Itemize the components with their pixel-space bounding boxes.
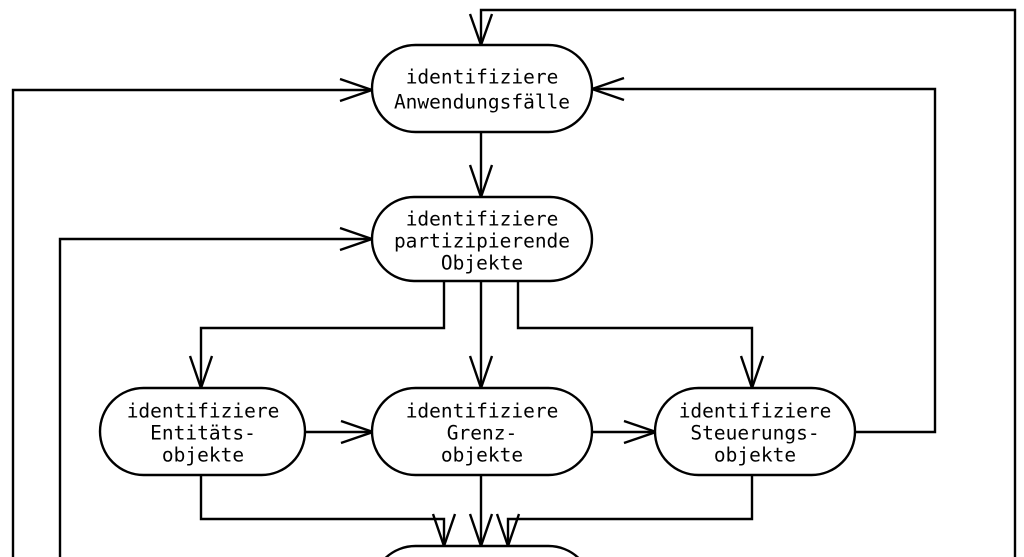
edge-left-into-anwendungsfaelle [11,77,376,557]
edge-partizipierende-to-grenz [468,281,494,392]
edge-entitaets-to-grenz [305,419,377,445]
node-steuerungsobjekte[interactable]: identifiziere Steuerungs- objekte [653,386,857,477]
node-steuerungsobjekte-line1: identifiziere [679,400,832,423]
node-entitaetsobjekte-shape[interactable] [98,386,307,477]
node-anwendungsfaelle-line1: identifiziere [406,66,559,89]
node-anwendungsfaelle[interactable]: identifiziere Anwendungsfälle [370,43,594,134]
node-entitaetsobjekte-line3: objekte [162,444,244,467]
node-steuerungsobjekte-shape[interactable] [653,386,857,477]
node-partizipierende-objekte-line3: Objekte [441,252,523,275]
edge-grenz-to-bottom [468,475,494,550]
node-entitaetsobjekte[interactable]: identifiziere Entitäts- objekte [98,386,307,477]
node-bottom-node-cropped-shape[interactable] [372,544,592,557]
node-steuerungsobjekte-line3: objekte [714,444,796,467]
node-anwendungsfaelle-shape[interactable] [370,43,594,134]
node-partizipierende-objekte-line2: partizipierende [394,230,570,253]
edge-right-into-anwendungsfaelle [588,76,937,434]
edge-partizipierende-to-entitaets [188,281,446,392]
node-anwendungsfaelle-line2: Anwendungsfälle [394,91,570,114]
node-entitaetsobjekte-line1: identifiziere [127,400,280,423]
node-grenzobjekte-line1: identifiziere [406,400,559,423]
edge-steuerungs-to-bottom [495,475,754,550]
node-partizipierende-objekte-shape[interactable] [370,195,594,283]
edge-grenz-to-steuerungs [592,419,660,445]
node-grenzobjekte[interactable]: identifiziere Grenz- objekte [370,386,594,477]
node-bottom-node-cropped[interactable] [372,544,592,557]
edge-entitaets-to-bottom [199,475,457,550]
node-partizipierende-objekte[interactable]: identifiziere partizipierende Objekte [370,195,594,283]
edge-anwendungsfaelle-to-partizipierende [468,132,494,201]
node-grenzobjekte-line3: objekte [441,444,523,467]
node-steuerungsobjekte-line2: Steuerungs- [690,422,819,445]
node-partizipierende-objekte-line1: identifiziere [406,208,559,231]
node-entitaetsobjekte-line2: Entitäts- [150,422,256,445]
edge-partizipierende-to-steuerungs [516,281,765,392]
node-grenzobjekte-line2: Grenz- [447,422,517,445]
node-grenzobjekte-shape[interactable] [370,386,594,477]
